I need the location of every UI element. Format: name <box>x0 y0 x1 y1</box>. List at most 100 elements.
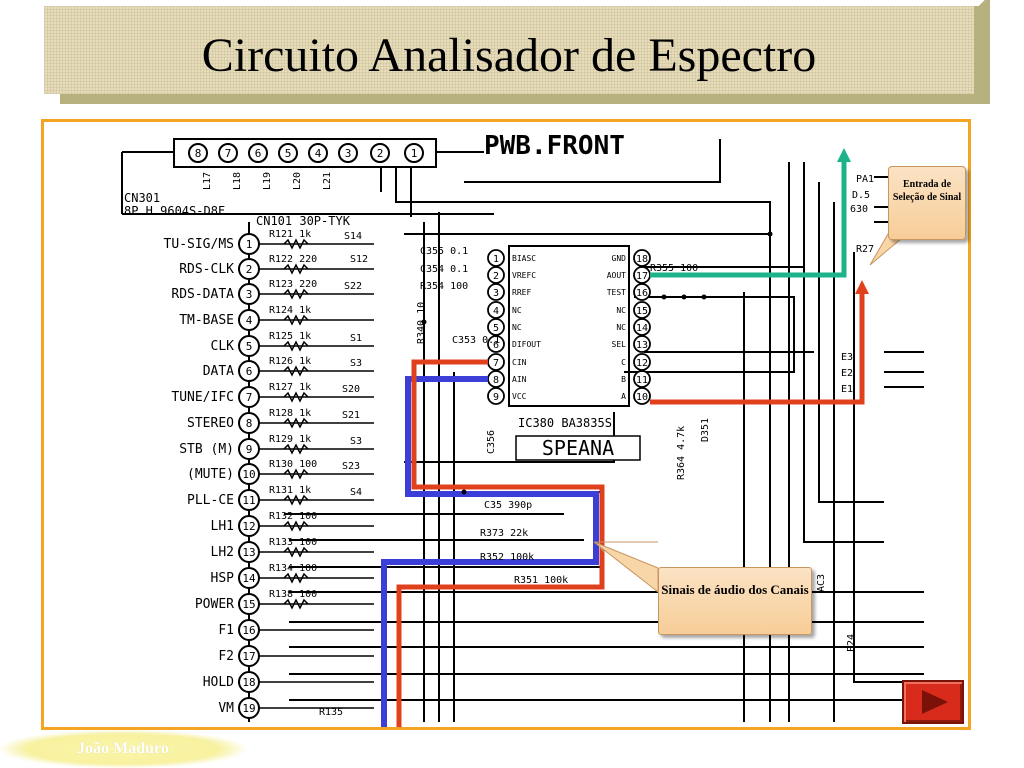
connector-pin-number: 6 <box>255 147 262 160</box>
ic-pin-number: 9 <box>493 392 499 403</box>
ic-pin-number: 12 <box>636 358 648 369</box>
component-label: D351 <box>700 418 711 442</box>
pin-number: 15 <box>242 598 255 611</box>
schematic-diagram: PWB.FRONT CN301 8P H 9604S-D8F CN101 30P… <box>121 131 924 727</box>
pin-number: 12 <box>242 520 255 533</box>
ic-pin-name: BIASC <box>512 254 536 263</box>
net-label: S23 <box>342 461 360 472</box>
net-label: S3 <box>350 436 362 447</box>
connector-pin-number: 5 <box>285 147 292 160</box>
signal-label: LH1 <box>211 519 234 534</box>
ic-pin-number: 1 <box>493 254 499 265</box>
blue-audio-trace <box>381 376 599 727</box>
author-badge: João Maduro <box>0 730 246 768</box>
callout-audio-text: Sinais de áudio dos Canais <box>661 582 809 597</box>
ic-pin-number: 16 <box>636 288 648 299</box>
next-slide-button[interactable] <box>902 680 964 724</box>
signal-label: STEREO <box>187 416 234 431</box>
callout-selection-text: Entrada de Seleção de Sinal <box>892 179 962 203</box>
component-label: R351 100k <box>514 575 568 586</box>
pin-number: 14 <box>242 572 256 585</box>
ic-pin-number: 4 <box>493 306 499 317</box>
ic-pin-number: 8 <box>493 375 499 386</box>
net-label-vertical: L19 <box>262 172 273 190</box>
play-triangle-icon <box>922 690 948 714</box>
ic-pin-name: VREFC <box>512 271 536 280</box>
component-label: E1 <box>841 384 853 395</box>
signal-label: F1 <box>218 623 234 638</box>
connector-pin-number: 8 <box>195 147 202 160</box>
signal-label: POWER <box>195 597 234 612</box>
component-label: R355 100 <box>650 263 698 274</box>
component-label: R340 10 <box>416 302 427 344</box>
ic-pin-name: NC <box>616 323 626 332</box>
signal-label: HSP <box>211 571 235 586</box>
resistor-label: R129 1k <box>269 434 311 445</box>
signal-label: CLK <box>211 339 235 354</box>
ic-pin-name: DIFOUT <box>512 340 541 349</box>
ic-pins <box>487 249 651 405</box>
ic-pin-number: 15 <box>636 306 648 317</box>
resistor-label: R135 <box>319 707 343 718</box>
resistor-label: R125 1k <box>269 331 311 342</box>
pin-number: 3 <box>246 288 253 301</box>
ic-label: SPEANA <box>542 436 614 460</box>
ic-pin-number: 2 <box>493 271 499 282</box>
ic-pin-name: NC <box>512 323 522 332</box>
net-label: S14 <box>344 231 362 242</box>
signal-label: TM-BASE <box>179 313 234 328</box>
ic-pin-name: B <box>621 375 626 384</box>
resistor-label: R122 220 <box>269 254 317 265</box>
ic-pin-number: 18 <box>636 254 648 265</box>
ic-pin-name: SEL <box>612 340 627 349</box>
schematic-frame <box>41 119 971 730</box>
pin-number: 13 <box>242 546 255 559</box>
board-label: PWB.FRONT <box>484 131 625 161</box>
pin-number: 5 <box>246 340 253 353</box>
component-label: C355 0.1 <box>420 246 468 257</box>
ic-pin-number: 5 <box>493 323 499 334</box>
resistor-label: R131 1k <box>269 485 311 496</box>
pin-number: 17 <box>242 650 255 663</box>
net-label-vertical: L18 <box>232 172 243 190</box>
author-name: João Maduro <box>77 740 169 757</box>
resistor-label: R134 100 <box>269 563 317 574</box>
component-label: R27 <box>856 244 874 255</box>
component-label: C356 <box>486 430 497 454</box>
pin-number: 4 <box>246 314 253 327</box>
signal-label: (MUTE) <box>187 467 234 482</box>
signal-label: RDS-CLK <box>179 262 234 277</box>
resistor-label: R132 100 <box>269 511 317 522</box>
connector-name: CN301 <box>124 191 160 205</box>
ic-pin-name: VCC <box>512 392 527 401</box>
pin-number: 16 <box>242 624 255 637</box>
connector-pin-number: 2 <box>377 147 384 160</box>
pin-number: 11 <box>242 494 255 507</box>
left-pins <box>238 233 260 719</box>
ic-pin-name: C <box>621 358 626 367</box>
ic-pin-number: 3 <box>493 288 499 299</box>
slide-title: Circuito Analisador de Espectro <box>201 29 817 82</box>
component-label: C35 390p <box>484 500 532 511</box>
connector-part: 8P H 9604S-D8F <box>124 204 225 218</box>
component-label: E2 <box>841 368 853 379</box>
signal-label: F2 <box>218 649 234 664</box>
ic-pin-name: CIN <box>512 358 527 367</box>
pin-number: 19 <box>242 702 255 715</box>
ic-pin-number: 17 <box>636 271 648 282</box>
component-label: R364 4.7k <box>676 426 687 480</box>
net-label-vertical: L17 <box>202 172 213 190</box>
net-label: S22 <box>344 281 362 292</box>
connector-pin-number: 4 <box>315 147 322 160</box>
resistor-label: R128 1k <box>269 408 311 419</box>
ic-pin-number: 11 <box>636 375 648 386</box>
component-label: R373 22k <box>480 528 528 539</box>
component-label: C354 0.1 <box>420 264 468 275</box>
ic-pin-number: 7 <box>493 358 499 369</box>
component-label: C353 0.1 <box>452 335 500 346</box>
net-label-vertical: L21 <box>322 172 333 190</box>
connector-pin-number: 1 <box>411 147 418 160</box>
ic-pin-number: 10 <box>636 392 648 403</box>
pin-number: 18 <box>242 676 255 689</box>
component-label: R354 100 <box>420 281 468 292</box>
